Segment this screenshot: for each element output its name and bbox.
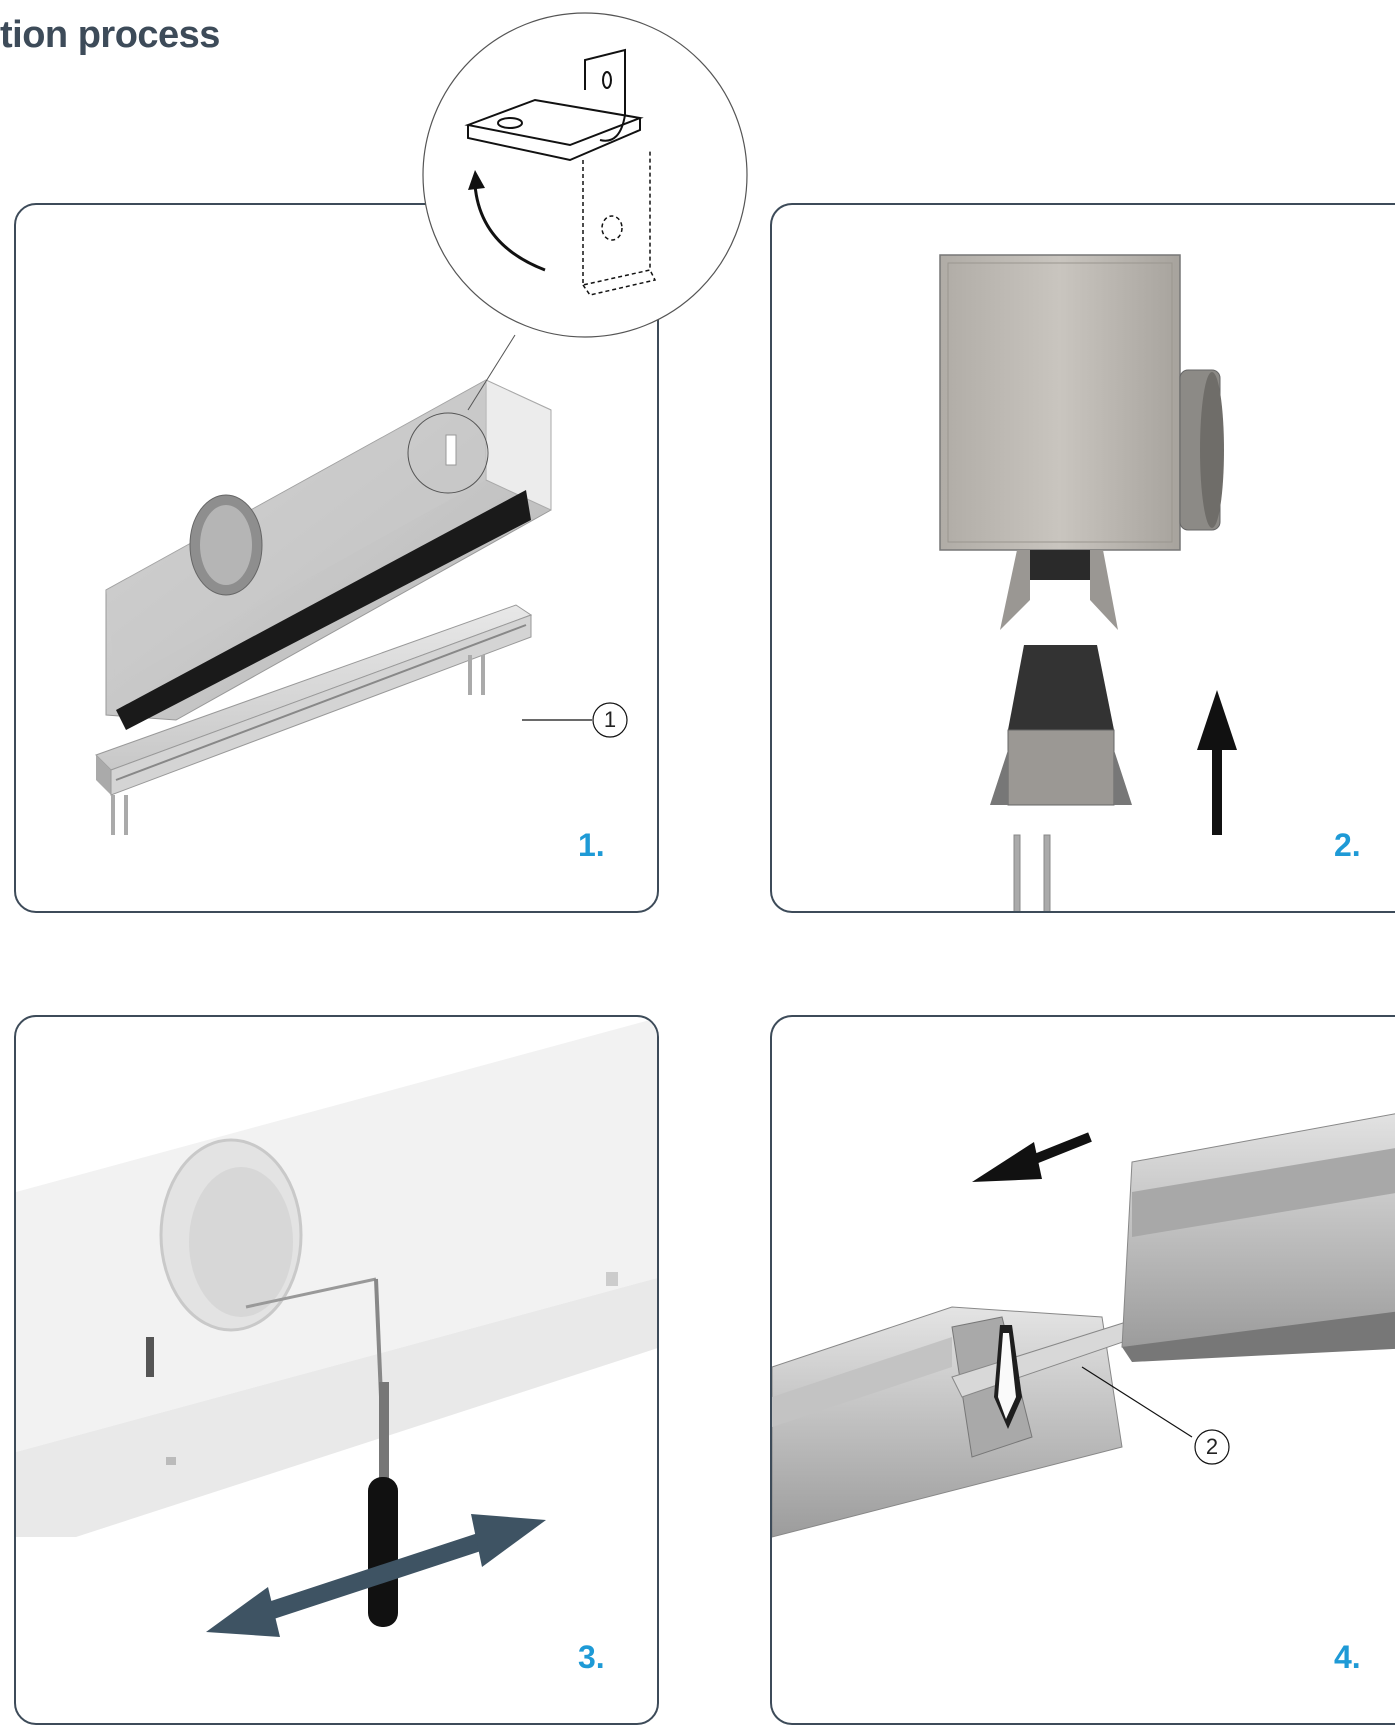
plenum-box-illustration <box>95 379 552 835</box>
damper-adjust-illustration <box>16 1018 657 1637</box>
callout-1: 1 <box>603 707 617 732</box>
step-number-4: 4. <box>1334 1639 1361 1675</box>
arrow-up-icon <box>1197 690 1237 835</box>
step-3-panel: 3. <box>14 1015 659 1725</box>
step-number-2: 2. <box>1334 827 1361 863</box>
step-1-panel: 1. <box>14 203 659 913</box>
callout-2: 2 <box>1205 1434 1219 1459</box>
page-title: tion process <box>0 14 220 56</box>
double-arrow-icon <box>206 1514 546 1637</box>
step-number-3: 3. <box>578 1639 605 1675</box>
step-4-panel: 2 4. <box>770 1015 1395 1725</box>
step-2-panel: 2. <box>770 203 1395 913</box>
diffuser-joint-illustration <box>772 1113 1395 1538</box>
plenum-front-illustration <box>939 254 1237 911</box>
arrow-left-icon <box>972 1132 1092 1182</box>
step-number-1: 1. <box>578 827 605 863</box>
